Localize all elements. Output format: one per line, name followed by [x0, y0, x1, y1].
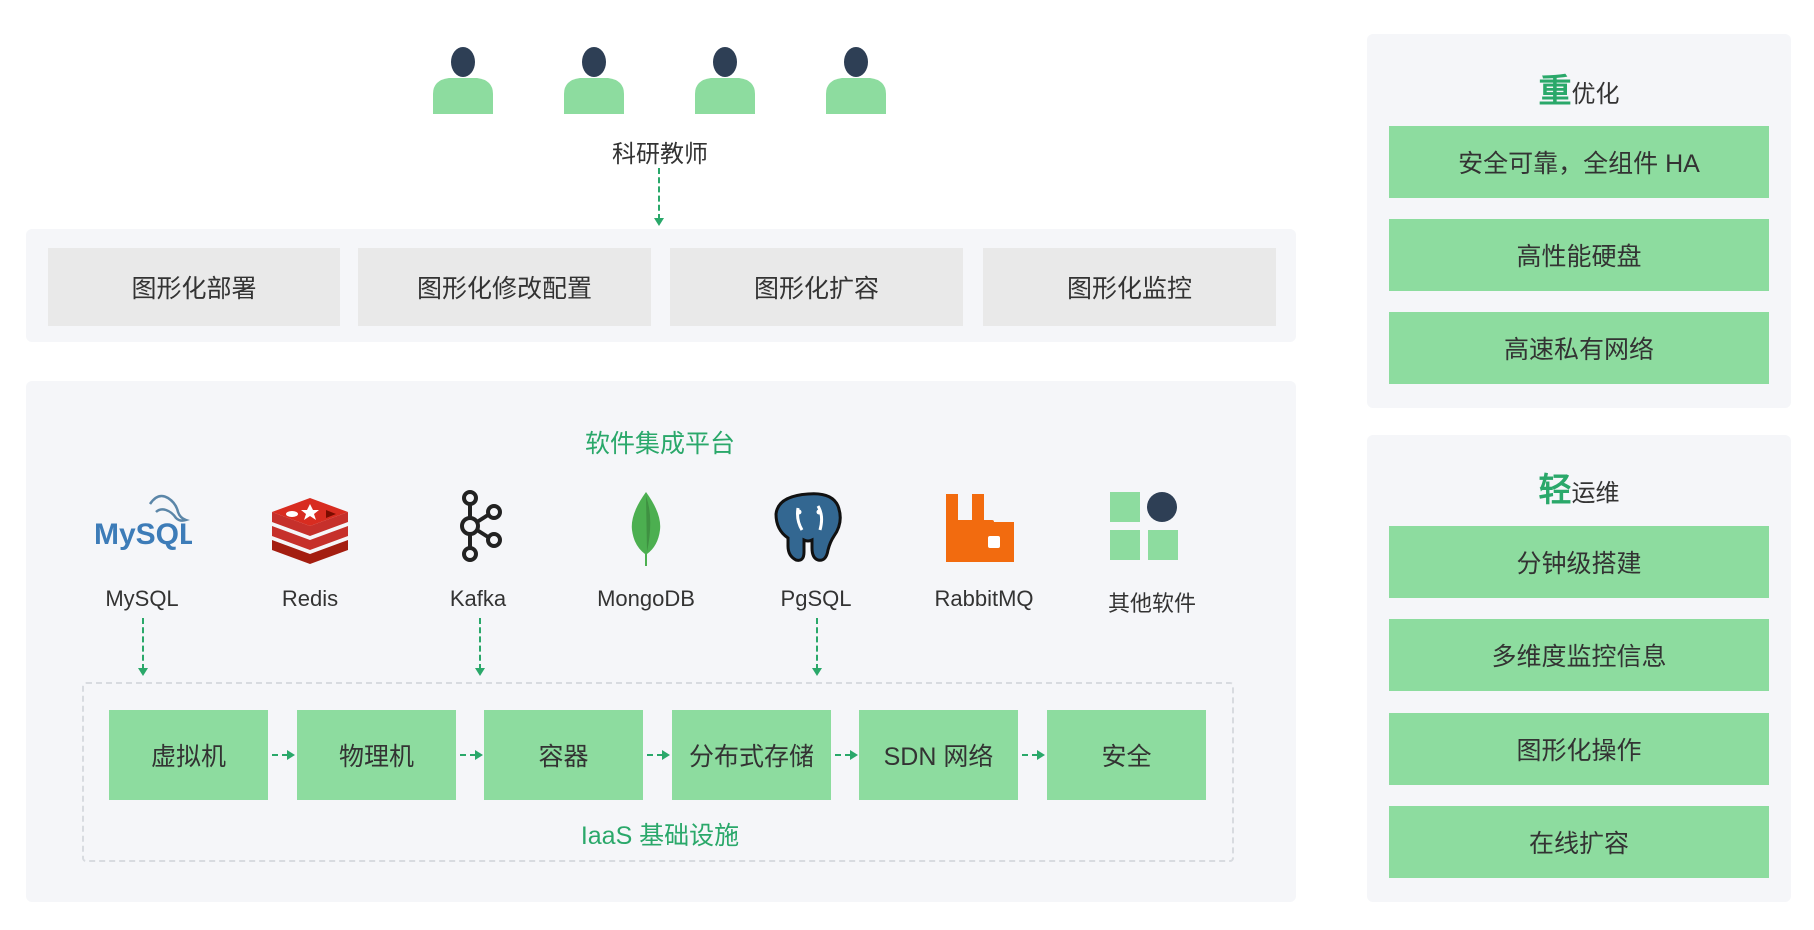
software-label-other: 其他软件	[1107, 591, 1196, 616]
heavy-opt-item-ha: 安全可靠，全组件 HA	[1389, 126, 1769, 198]
software-label-kafka: Kafka	[449, 586, 507, 611]
iaas-item-security: 安全	[1047, 710, 1206, 800]
light-ops-title: 轻运维	[1367, 463, 1791, 511]
redis-logo	[272, 498, 348, 564]
platform-title: 软件集成平台	[584, 430, 735, 458]
graphical-ops-scale: 图形化扩容	[670, 248, 963, 326]
iaas-item-physical: 物理机	[297, 710, 456, 800]
graphical-ops-monitor: 图形化监控	[983, 248, 1276, 326]
user-icon	[826, 47, 886, 114]
connector-iaas	[835, 754, 851, 756]
arrow-down	[654, 218, 664, 226]
arrow-down	[812, 668, 822, 676]
connector-iaas	[647, 754, 663, 756]
graphical-ops-deploy: 图形化部署	[48, 248, 340, 326]
connector-pgsql-to-iaas	[816, 618, 818, 670]
heavy-optimization-title: 重优化	[1367, 64, 1791, 112]
kafka-logo	[460, 490, 502, 562]
rabbitmq-logo	[946, 494, 1014, 562]
software-label-rabbitmq: RabbitMQ	[934, 586, 1034, 611]
iaas-item-container: 容器	[484, 710, 643, 800]
arrow-down	[138, 668, 148, 676]
connector-iaas	[272, 754, 288, 756]
heavy-opt-item-network: 高速私有网络	[1389, 312, 1769, 384]
mysql-logo: MySQL	[94, 494, 192, 551]
heavy-opt-item-disk: 高性能硬盘	[1389, 219, 1769, 291]
arrow-right	[662, 750, 670, 760]
light-ops-item-setup: 分钟级搭建	[1389, 526, 1769, 598]
iaas-item-vm: 虚拟机	[109, 710, 268, 800]
arrow-right	[1037, 750, 1045, 760]
arrow-right	[287, 750, 295, 760]
light-ops-title-emphasis: 轻	[1538, 471, 1572, 508]
graphical-ops-config: 图形化修改配置	[358, 248, 651, 326]
connector-iaas	[1022, 754, 1038, 756]
connector-kafka-to-iaas	[479, 618, 481, 670]
light-ops-item-monitor: 多维度监控信息	[1389, 619, 1769, 691]
light-ops-item-scale: 在线扩容	[1389, 806, 1769, 878]
software-label-redis: Redis	[281, 586, 339, 611]
mongodb-logo	[631, 492, 661, 566]
mysql-logo-text: MySQL	[94, 518, 192, 551]
software-label-mysql: MySQL	[105, 586, 179, 611]
connector-mysql-to-iaas	[142, 618, 144, 670]
postgresql-logo	[774, 492, 842, 562]
arrow-right	[475, 750, 483, 760]
light-ops-title-rest: 运维	[1571, 480, 1620, 507]
connector-iaas	[460, 754, 476, 756]
heavy-optimization-title-emphasis: 重	[1538, 72, 1572, 109]
user-icon	[433, 47, 493, 114]
connector-users-to-ops	[658, 168, 660, 220]
iaas-item-storage: 分布式存储	[672, 710, 831, 800]
heavy-optimization-title-rest: 优化	[1571, 81, 1620, 108]
software-label-mongodb: MongoDB	[597, 586, 695, 611]
software-platform-panel	[26, 381, 1296, 902]
other-software-icon	[1110, 492, 1178, 560]
software-label-pgsql: PgSQL	[780, 586, 852, 611]
iaas-container	[82, 682, 1234, 862]
iaas-title: IaaS 基础设施	[580, 822, 740, 850]
users-label: 科研教师	[612, 141, 708, 168]
user-icon	[695, 47, 755, 114]
iaas-item-sdn: SDN 网络	[859, 710, 1018, 800]
arrow-down	[475, 668, 485, 676]
light-ops-item-graphical: 图形化操作	[1389, 713, 1769, 785]
arrow-right	[850, 750, 858, 760]
user-icon	[564, 47, 624, 114]
